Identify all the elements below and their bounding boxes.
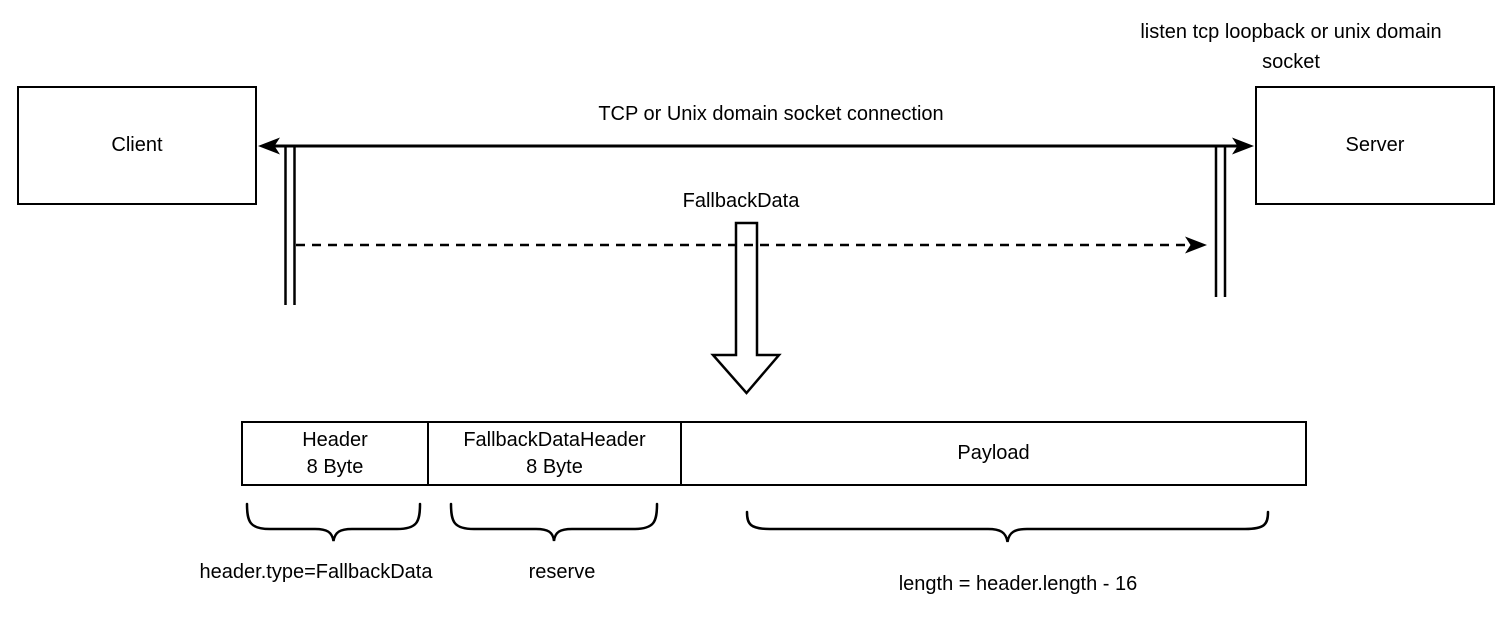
connection-label: TCP or Unix domain socket connection bbox=[598, 103, 944, 125]
connection-arrow bbox=[258, 137, 1254, 155]
arrowhead-right-icon bbox=[1232, 137, 1254, 155]
arrowhead-dashed-icon bbox=[1185, 236, 1207, 254]
annotation-header-type: header.type=FallbackData bbox=[199, 561, 433, 583]
arrowhead-left-icon bbox=[258, 137, 280, 155]
frame-segment-header-size: 8 Byte bbox=[306, 455, 364, 478]
fallbackdata-message-label: FallbackData bbox=[682, 190, 800, 212]
client-lifeline bbox=[284, 147, 296, 305]
brace-payload bbox=[745, 510, 1270, 543]
annotation-payload-length: length = header.length - 16 bbox=[898, 573, 1138, 595]
fallbackdata-dashed-arrow bbox=[296, 236, 1207, 254]
server-box: Server bbox=[1255, 86, 1495, 205]
expand-down-arrow-icon bbox=[710, 221, 782, 395]
frame-segment-fallbackdataheader-label: FallbackDataHeader bbox=[463, 428, 646, 451]
frame-segment-fallbackdataheader-size: 8 Byte bbox=[526, 455, 583, 478]
server-label: Server bbox=[1345, 134, 1405, 156]
annotation-reserve: reserve bbox=[528, 561, 596, 583]
frame-layout: Header 8 Byte FallbackDataHeader 8 Byte … bbox=[241, 421, 1307, 486]
client-label: Client bbox=[111, 134, 163, 156]
frame-segment-payload-label: Payload bbox=[957, 442, 1030, 464]
frame-segment-fallbackdataheader: FallbackDataHeader 8 Byte bbox=[427, 423, 680, 484]
server-lifeline bbox=[1214, 147, 1227, 297]
frame-segment-header-label: Header bbox=[302, 428, 368, 451]
frame-segment-header: Header 8 Byte bbox=[243, 423, 427, 484]
brace-fallbackdataheader bbox=[449, 502, 659, 542]
server-listen-note: listen tcp loopback or unix domain socke… bbox=[1140, 21, 1442, 73]
frame-segment-payload: Payload bbox=[680, 423, 1305, 484]
brace-header bbox=[245, 502, 422, 542]
client-box: Client bbox=[17, 86, 257, 205]
